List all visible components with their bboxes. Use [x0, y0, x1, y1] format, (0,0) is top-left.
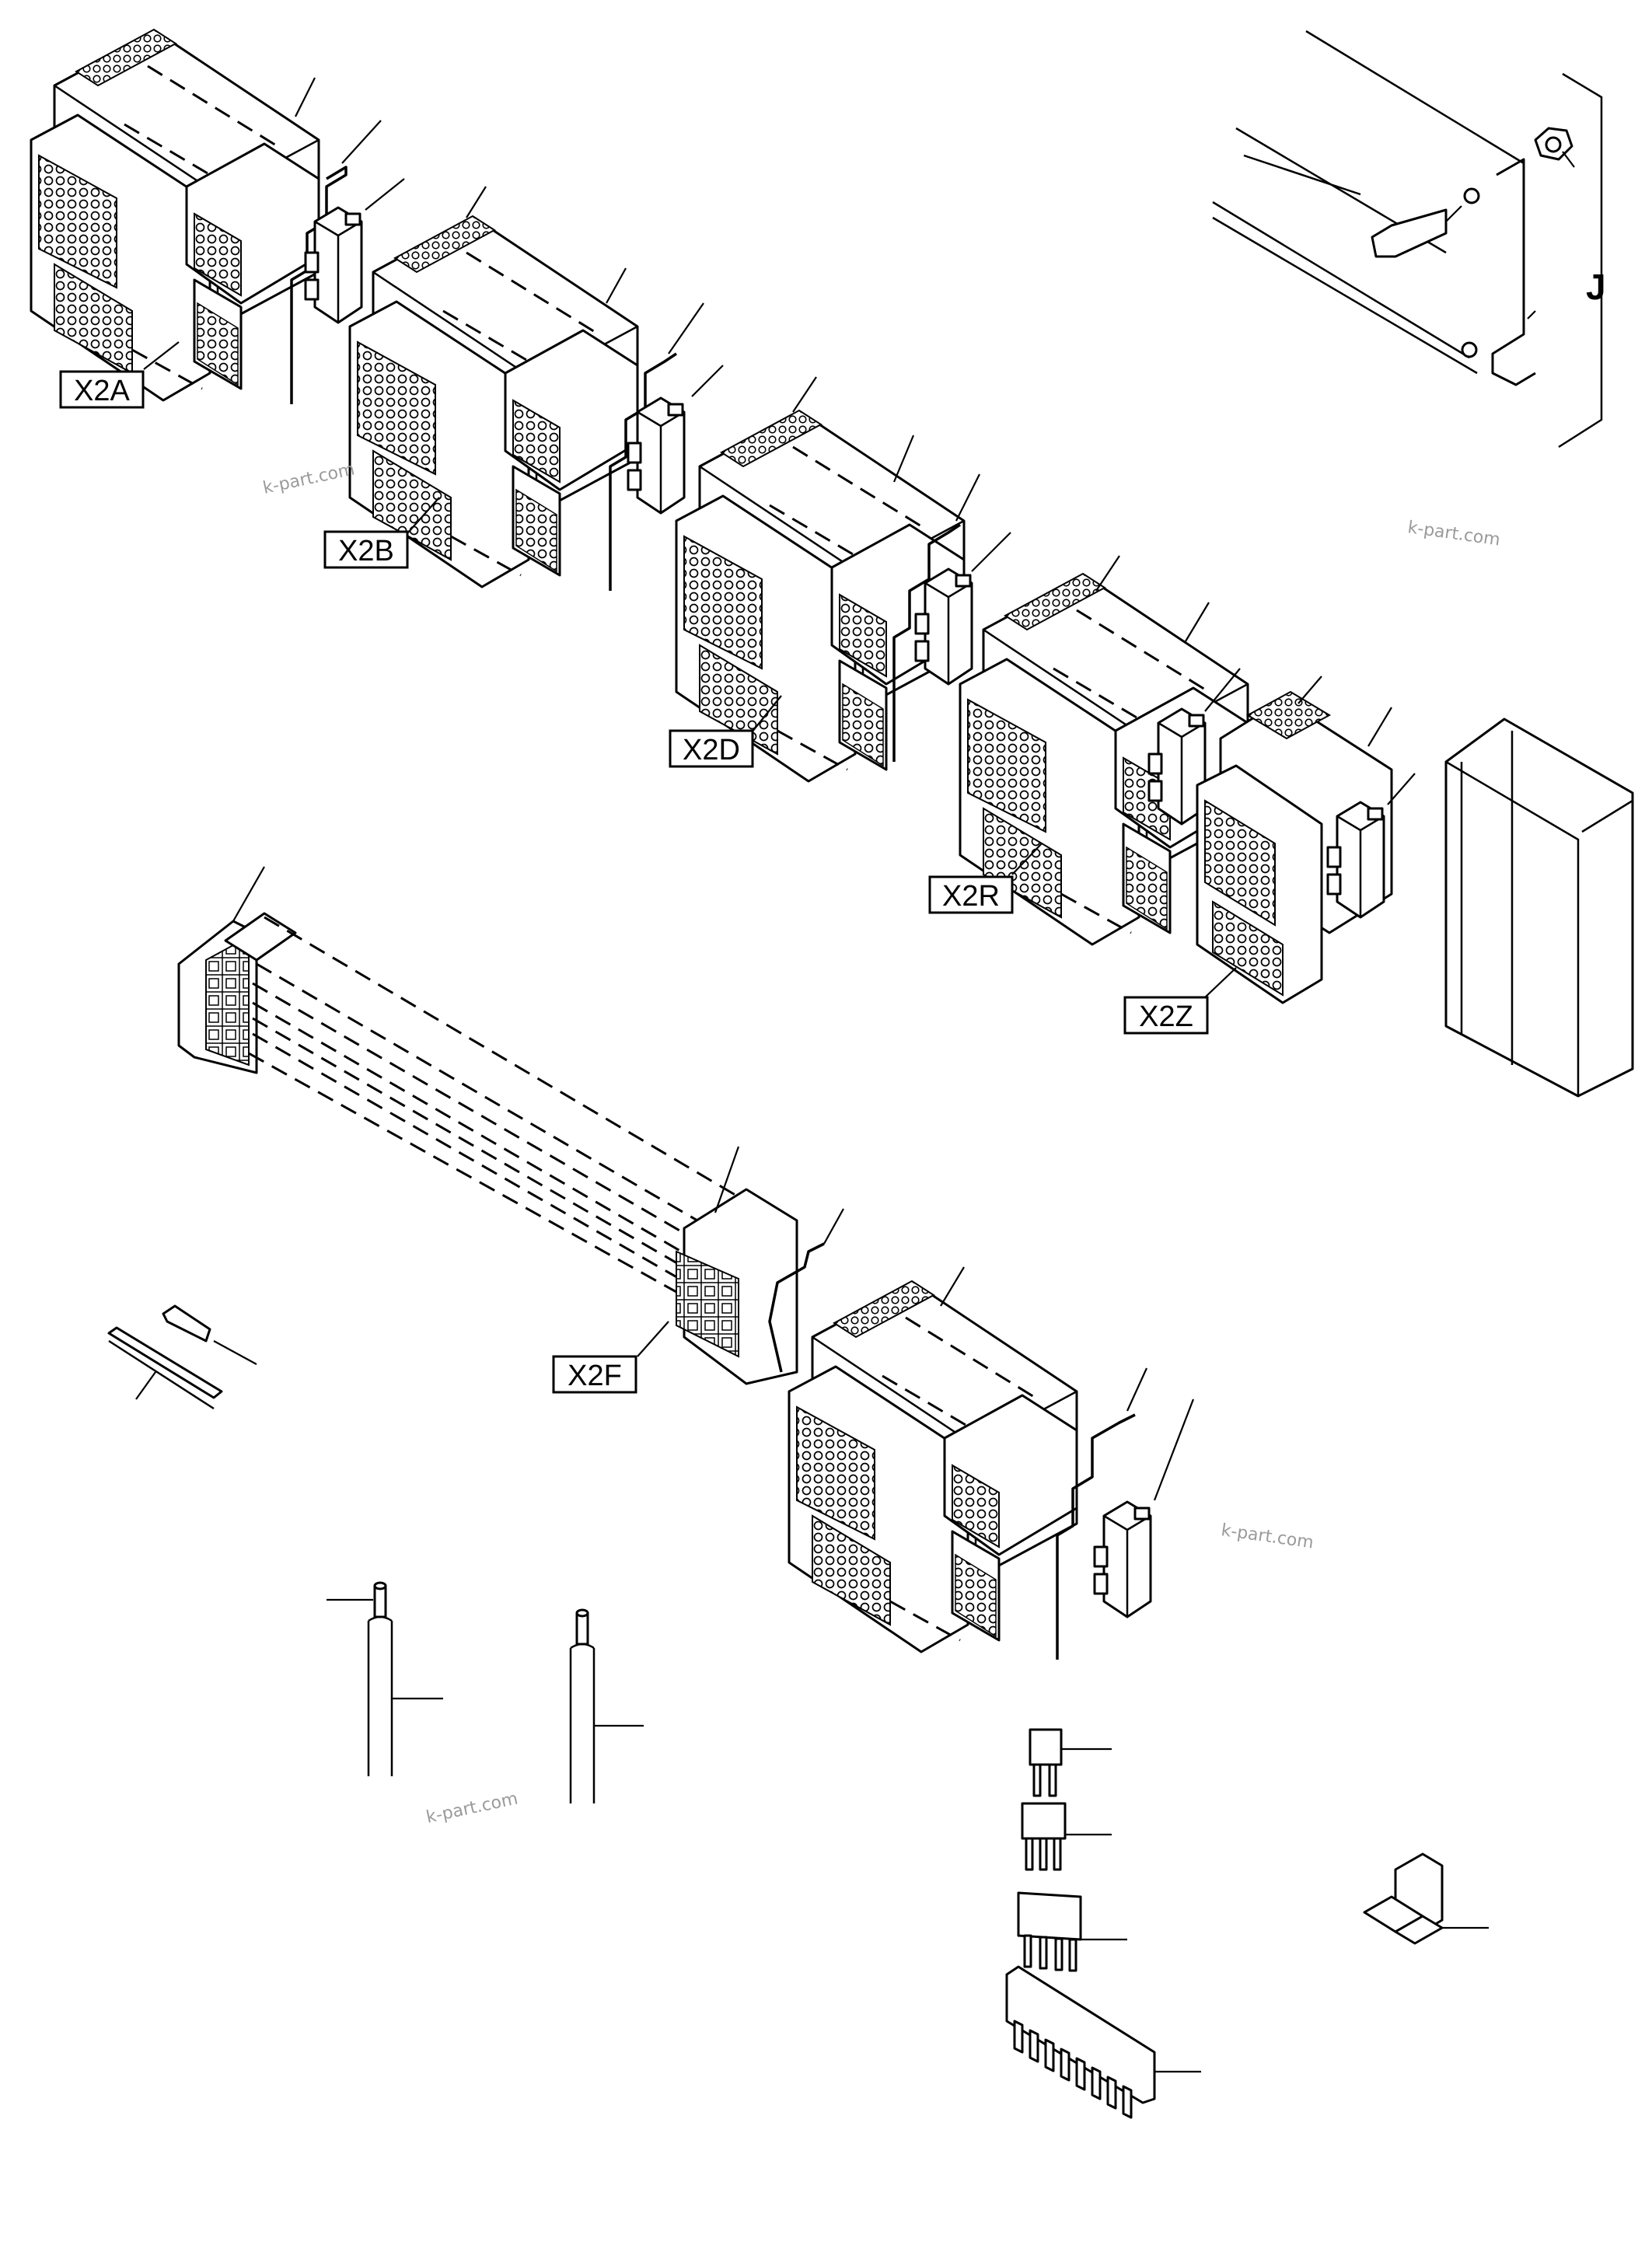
end-clamp-2: [627, 365, 724, 515]
terminal-block-x2r: [959, 555, 1249, 946]
terminal-block-x2d: [675, 376, 966, 783]
end-plate-3: [892, 473, 980, 762]
svg-text:X2A: X2A: [74, 375, 130, 407]
end-plate-lower: [1056, 1367, 1148, 1660]
svg-text:X2F: X2F: [568, 1360, 622, 1392]
wire-1: [327, 1581, 443, 1776]
angle-bracket: [1363, 1852, 1489, 1945]
svg-text:X2Z: X2Z: [1139, 1000, 1193, 1033]
bolt: [1371, 205, 1462, 258]
detail-bracket: [1527, 72, 1603, 449]
wire-2: [569, 1608, 644, 1803]
end-clamp-lower: [1093, 1398, 1195, 1618]
end-clamp-4: [1147, 668, 1241, 826]
end-clamp-1: [304, 178, 405, 324]
end-plate-2: [609, 302, 704, 591]
nut: [1534, 127, 1575, 168]
label-x2b: X2B: [323, 497, 440, 569]
svg-text:X2B: X2B: [338, 535, 394, 567]
svg-text:X2R: X2R: [942, 880, 1000, 913]
label-x2f: X2F: [552, 1321, 669, 1394]
jumper-4-pole: [1017, 1891, 1127, 1972]
marker-strip: [107, 1326, 223, 1410]
terminal-block-x2a: [30, 28, 320, 402]
label-x2a: X2A: [59, 341, 180, 409]
watermark: k-part.com: [1406, 518, 1501, 550]
jumper-2-pole: [1029, 1728, 1112, 1797]
jumper-3-pole: [1021, 1802, 1112, 1871]
end-clamp-5: [1326, 773, 1416, 919]
label-x2r: X2R: [928, 843, 1043, 914]
marker-tag: [162, 1304, 257, 1365]
watermark: k-part.com: [1220, 1521, 1315, 1552]
jumper-10-pole: [1005, 1965, 1201, 2119]
watermark: k-part.com: [424, 1789, 519, 1828]
end-clamp-3: [914, 532, 1011, 686]
terminal-block-lower: [788, 1266, 1078, 1653]
terminal-strip-x2f: [177, 866, 798, 1385]
svg-text:X2D: X2D: [683, 734, 740, 766]
watermark: k-part.com: [261, 460, 356, 498]
end-plate-x2f: [768, 1208, 844, 1373]
label-x2z: X2Z: [1123, 967, 1237, 1035]
detail-callout-j: J: [1586, 267, 1606, 307]
terminal-block-x2b: [348, 186, 639, 588]
label-x2d: X2D: [669, 695, 782, 768]
din-rail-detail: [1212, 30, 1536, 386]
cable-duct: [1444, 718, 1634, 1098]
